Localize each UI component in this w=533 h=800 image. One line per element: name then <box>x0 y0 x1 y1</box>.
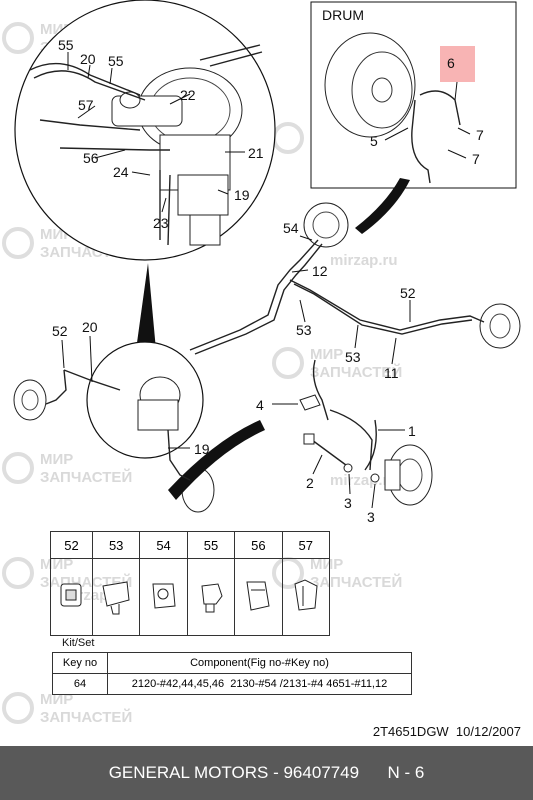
drum-inset: DRUM 6 5 7 7 <box>310 1 517 189</box>
callout-55a: 55 <box>58 37 74 53</box>
rear-drum-left <box>303 202 349 248</box>
clip-header-52: 52 <box>50 531 93 559</box>
callout-56: 56 <box>83 150 99 166</box>
kit-row-component: 2120-#42,44,45,46 2130-#54 /2131-#4 4651… <box>107 673 412 695</box>
callout-1: 1 <box>408 423 416 439</box>
washer-a <box>343 463 353 473</box>
clip-image-53 <box>91 558 141 636</box>
main-brake-lines: 54 12 52 53 53 11 52 20 4 1 19 2 3 3 <box>13 202 521 525</box>
footer-brand: GENERAL MOTORS - 96407749 <box>108 763 360 782</box>
clip-image-55 <box>186 558 236 636</box>
callout-7b: 7 <box>472 151 480 167</box>
callout-24: 24 <box>113 164 129 180</box>
kit-row-key: 64 <box>52 673 108 695</box>
callout-22: 22 <box>180 87 196 103</box>
front-brake-left <box>13 379 47 421</box>
watermark-site: mirzap.ru <box>330 252 398 269</box>
washer-b <box>370 473 380 483</box>
watermark-brand-bottom: ЗАПЧАСТЕЙ <box>310 573 402 591</box>
clip-header-56: 56 <box>234 531 283 559</box>
document-code: 2T4651DGW 10/12/2007 <box>372 724 521 739</box>
clip-image-54 <box>139 558 188 636</box>
callout-53b: 53 <box>345 349 361 365</box>
callout-55b: 55 <box>108 53 124 69</box>
drum-backing-plate <box>324 32 416 138</box>
watermark-brand-bottom: ЗАПЧАСТЕЙ <box>40 468 132 486</box>
highlight-box <box>440 46 475 82</box>
kit-set-title: Kit/Set <box>62 637 95 649</box>
watermark-brand-top: МИР <box>40 451 73 468</box>
callout-4: 4 <box>256 397 264 413</box>
kit-set-table: Key no Component(Fig no-#Key no) 64 2120… <box>52 652 412 695</box>
clip-4 <box>299 394 321 411</box>
callout-52-right: 52 <box>400 285 416 301</box>
callout-19: 19 <box>234 187 250 203</box>
footer-bar: GENERAL MOTORS - 96407749 N - 6 <box>0 746 533 800</box>
footer-page: N - 6 <box>387 763 425 782</box>
clip-header-54: 54 <box>139 531 188 559</box>
drum-pointer-arrow <box>355 178 410 234</box>
callout-7a: 7 <box>476 127 484 143</box>
inset-pointer-arrow <box>136 263 156 350</box>
callout-20-main: 20 <box>82 319 98 335</box>
watermark-brand-bottom: ЗАПЧАСТЕЙ <box>40 708 132 726</box>
watermark-brand-top: МИР <box>310 346 343 363</box>
watermark-brand-top: МИР <box>40 691 73 708</box>
callout-57: 57 <box>78 97 94 113</box>
callout-52-left: 52 <box>52 323 68 339</box>
callout-12: 12 <box>312 263 328 279</box>
banjo-bolt <box>311 439 351 469</box>
front-pointer-arrow <box>168 420 265 500</box>
clip-header-55: 55 <box>186 531 236 559</box>
callout-20: 20 <box>80 51 96 67</box>
callout-19-main: 19 <box>194 441 210 457</box>
callout-5: 5 <box>370 133 378 149</box>
watermark-site: mirzap.ru <box>330 472 398 489</box>
kit-col-component-header: Component(Fig no-#Key no) <box>107 652 412 674</box>
clip-image-56 <box>234 558 283 636</box>
callout-54: 54 <box>283 220 299 236</box>
callout-53a: 53 <box>296 322 312 338</box>
kit-col-key-header: Key no <box>52 652 108 674</box>
drum-title: DRUM <box>322 7 364 23</box>
clip-image-57 <box>281 558 331 636</box>
clip-header-53: 53 <box>91 531 141 559</box>
footer-spacer <box>359 763 387 783</box>
callout-11: 11 <box>384 365 399 381</box>
clip-header-57: 57 <box>281 531 331 559</box>
callout-23: 23 <box>153 215 169 231</box>
callout-21: 21 <box>248 145 264 161</box>
rear-drum-right <box>479 303 521 349</box>
master-cylinder-inset: 55 20 55 57 22 56 21 24 23 19 <box>14 0 276 261</box>
callout-6: 6 <box>447 55 455 71</box>
clip-image-52 <box>50 558 93 636</box>
callout-3a: 3 <box>344 495 352 511</box>
clip-reference-table: 52 53 54 55 56 57 <box>50 531 331 636</box>
callout-3b: 3 <box>367 509 375 525</box>
callout-2: 2 <box>306 475 314 491</box>
watermark-brand-bottom: ЗАПЧАСТЕЙ <box>310 363 402 381</box>
